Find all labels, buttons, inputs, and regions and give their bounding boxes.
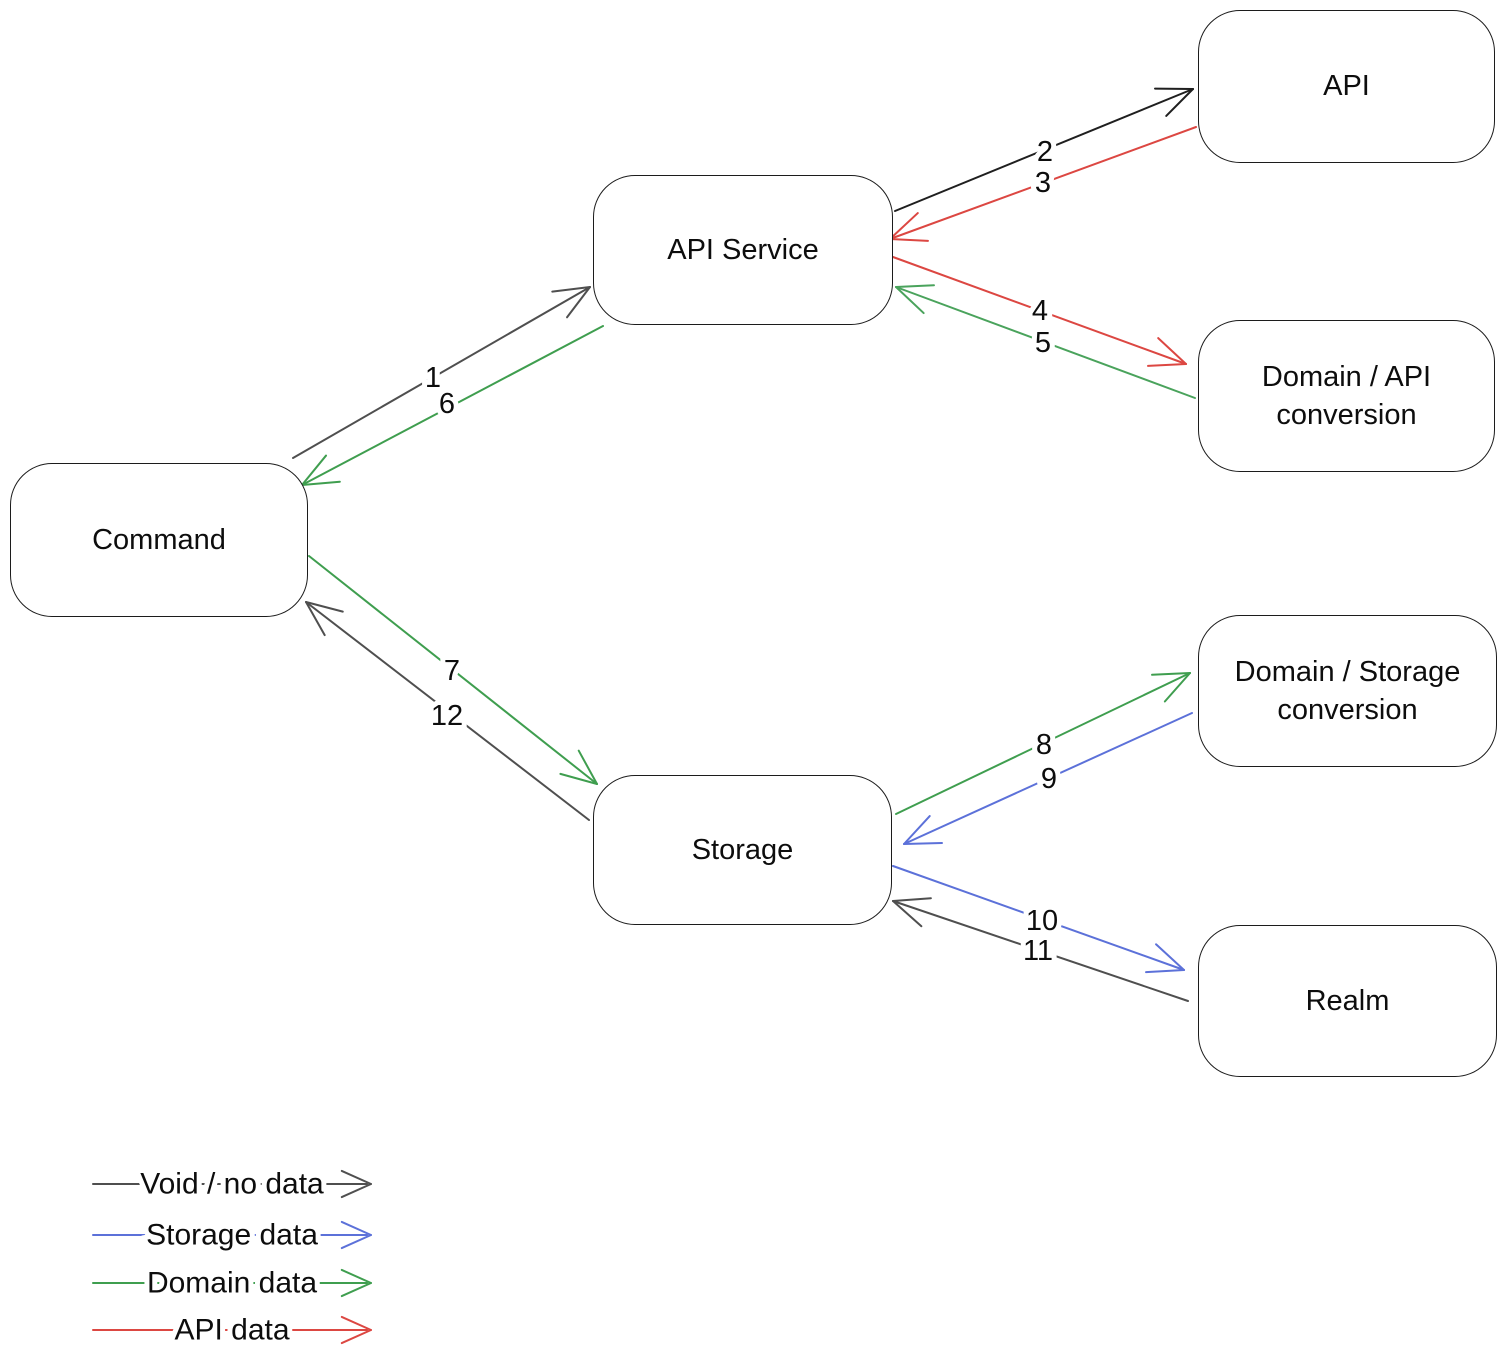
- arrowhead-icon: [551, 286, 591, 293]
- node-realm: Realm: [1198, 925, 1497, 1077]
- edges-group: [292, 87, 1197, 1002]
- arrowhead-icon: [577, 749, 598, 785]
- edge-11: [892, 897, 1189, 1002]
- edge-label-11: 11: [1023, 935, 1053, 967]
- node-label: Realm: [1305, 984, 1390, 1017]
- node-domain-storage: Domain / Storage conversion: [1198, 615, 1497, 767]
- arrowhead-icon: [1155, 943, 1185, 971]
- arrowhead-icon: [892, 900, 923, 928]
- arrowhead-icon: [892, 897, 932, 902]
- node-storage: Storage: [593, 775, 892, 925]
- edge-1: [292, 286, 591, 459]
- edge-label-9: 9: [1041, 763, 1057, 795]
- arrowhead-icon: [340, 1234, 372, 1250]
- edge-5: [895, 284, 1196, 399]
- arrowhead-icon: [340, 1183, 372, 1199]
- node-label: Domain / Storage: [1234, 655, 1461, 688]
- arrowhead-icon: [340, 1329, 372, 1345]
- node-label: conversion: [1277, 694, 1418, 726]
- edge-9: [903, 712, 1193, 845]
- node-command: Command: [10, 463, 308, 617]
- node-api-service: API Service: [593, 175, 893, 325]
- arrowhead-icon: [340, 1268, 372, 1284]
- edge-label-8: 8: [1036, 729, 1052, 761]
- node-label: Storage: [691, 833, 794, 866]
- legend-item-api: API data: [92, 1309, 372, 1352]
- legend-item-void: Void / no data: [92, 1163, 372, 1206]
- arrowhead-icon: [340, 1282, 372, 1298]
- edge-7: [308, 555, 598, 785]
- node-label: API: [1323, 70, 1370, 103]
- arrowhead-icon: [889, 238, 929, 242]
- arrowhead-icon: [1157, 337, 1187, 365]
- arrowhead-icon: [1145, 969, 1185, 974]
- edge-label-6: 6: [439, 388, 455, 420]
- arrowhead-icon: [340, 1169, 372, 1185]
- node-label: conversion: [1276, 399, 1417, 431]
- arrowhead-icon: [1147, 363, 1187, 367]
- arrowhead-icon: [895, 284, 935, 288]
- arrowhead-icon: [301, 454, 328, 486]
- legend-label-domain: Domain data: [147, 1267, 317, 1300]
- node-label: Command: [92, 523, 226, 556]
- edge-12: [305, 601, 590, 821]
- edge-8: [895, 672, 1191, 815]
- arrowhead-icon: [566, 286, 591, 319]
- node-domain-api: Domain / API conversion: [1198, 320, 1495, 472]
- edge-label-7: 7: [444, 655, 460, 687]
- edge-4: [892, 256, 1187, 367]
- legend-item-domain: Domain data: [92, 1262, 372, 1305]
- edge-label-5: 5: [1035, 327, 1051, 359]
- arrowhead-icon: [340, 1315, 372, 1331]
- arrowhead-icon: [1165, 88, 1194, 117]
- arrowhead-icon: [1163, 672, 1191, 703]
- node-label: API Service: [667, 233, 819, 266]
- legend-item-storage: Storage data: [92, 1214, 372, 1257]
- edge-label-3: 3: [1035, 167, 1051, 199]
- edge-2: [894, 87, 1194, 212]
- legend-label-void: Void / no data: [140, 1168, 324, 1201]
- arrowhead-icon: [305, 601, 326, 637]
- edge-10: [892, 865, 1185, 974]
- arrowhead-icon: [340, 1220, 372, 1236]
- arrowhead-icon: [305, 601, 344, 613]
- node-label: Domain / API: [1261, 360, 1432, 393]
- edge-label-10: 10: [1026, 905, 1058, 937]
- arrowhead-icon: [895, 286, 925, 315]
- arrowhead-icon: [301, 480, 341, 486]
- arrowhead-icon: [889, 212, 919, 240]
- arrowhead-icon: [1151, 672, 1191, 676]
- edge-label-12: 12: [431, 700, 463, 732]
- arrowhead-icon: [903, 841, 943, 845]
- legend-label-storage: Storage data: [146, 1219, 318, 1252]
- legend-label-api: API data: [174, 1314, 289, 1347]
- arrowhead-icon: [903, 815, 931, 845]
- edge-6: [301, 325, 604, 486]
- edge-label-4: 4: [1032, 295, 1048, 327]
- arrowhead-icon: [559, 772, 598, 785]
- edge-3: [889, 126, 1197, 242]
- node-api: API: [1198, 10, 1495, 163]
- edge-label-2: 2: [1037, 136, 1053, 168]
